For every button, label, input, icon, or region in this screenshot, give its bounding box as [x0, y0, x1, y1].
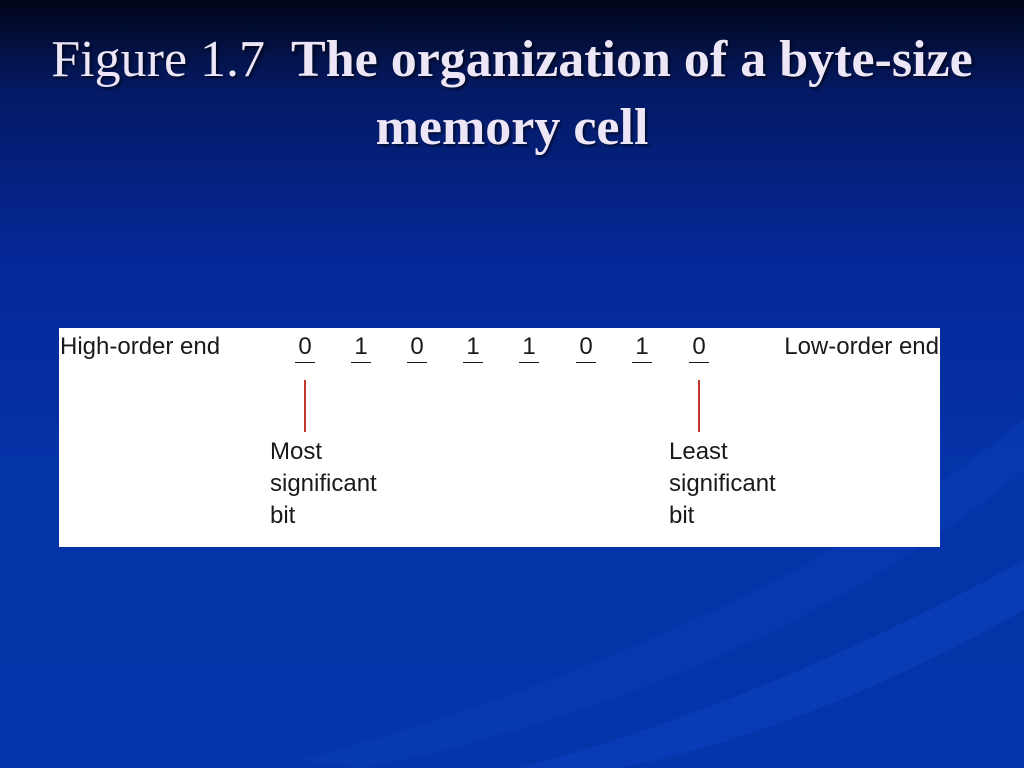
- bit-1: 0: [295, 332, 315, 363]
- msb-caption-line: significant: [270, 470, 377, 497]
- lsb-pointer-line: [698, 380, 700, 432]
- msb-caption: Most significant bit: [270, 436, 377, 532]
- figure-number: Figure 1.7: [51, 31, 266, 88]
- bit-3: 0: [407, 332, 427, 363]
- msb-caption-line: bit: [270, 502, 296, 529]
- slide-title: Figure 1.7 The organization of a byte-si…: [40, 26, 984, 162]
- bit-8: 0: [689, 332, 709, 363]
- lsb-caption: Least significant bit: [669, 436, 776, 532]
- lsb-caption-line: bit: [669, 502, 695, 529]
- bit-4: 1: [463, 332, 483, 363]
- bit-6: 0: [576, 332, 596, 363]
- figure-title: The organization of a byte-size memory c…: [291, 31, 973, 156]
- msb-caption-line: Most: [270, 438, 323, 465]
- high-order-end-label: High-order end: [60, 333, 221, 360]
- lsb-caption-line: significant: [669, 470, 776, 497]
- memory-cell-diagram: High-order end 0 1 0 1 1 0 1 0 Low-order…: [59, 328, 940, 547]
- msb-pointer-line: [304, 380, 306, 432]
- low-order-end-label: Low-order end: [784, 333, 939, 360]
- bit-5: 1: [519, 332, 539, 363]
- lsb-caption-line: Least: [669, 438, 728, 465]
- bit-7: 1: [632, 332, 652, 363]
- bit-2: 1: [351, 332, 371, 363]
